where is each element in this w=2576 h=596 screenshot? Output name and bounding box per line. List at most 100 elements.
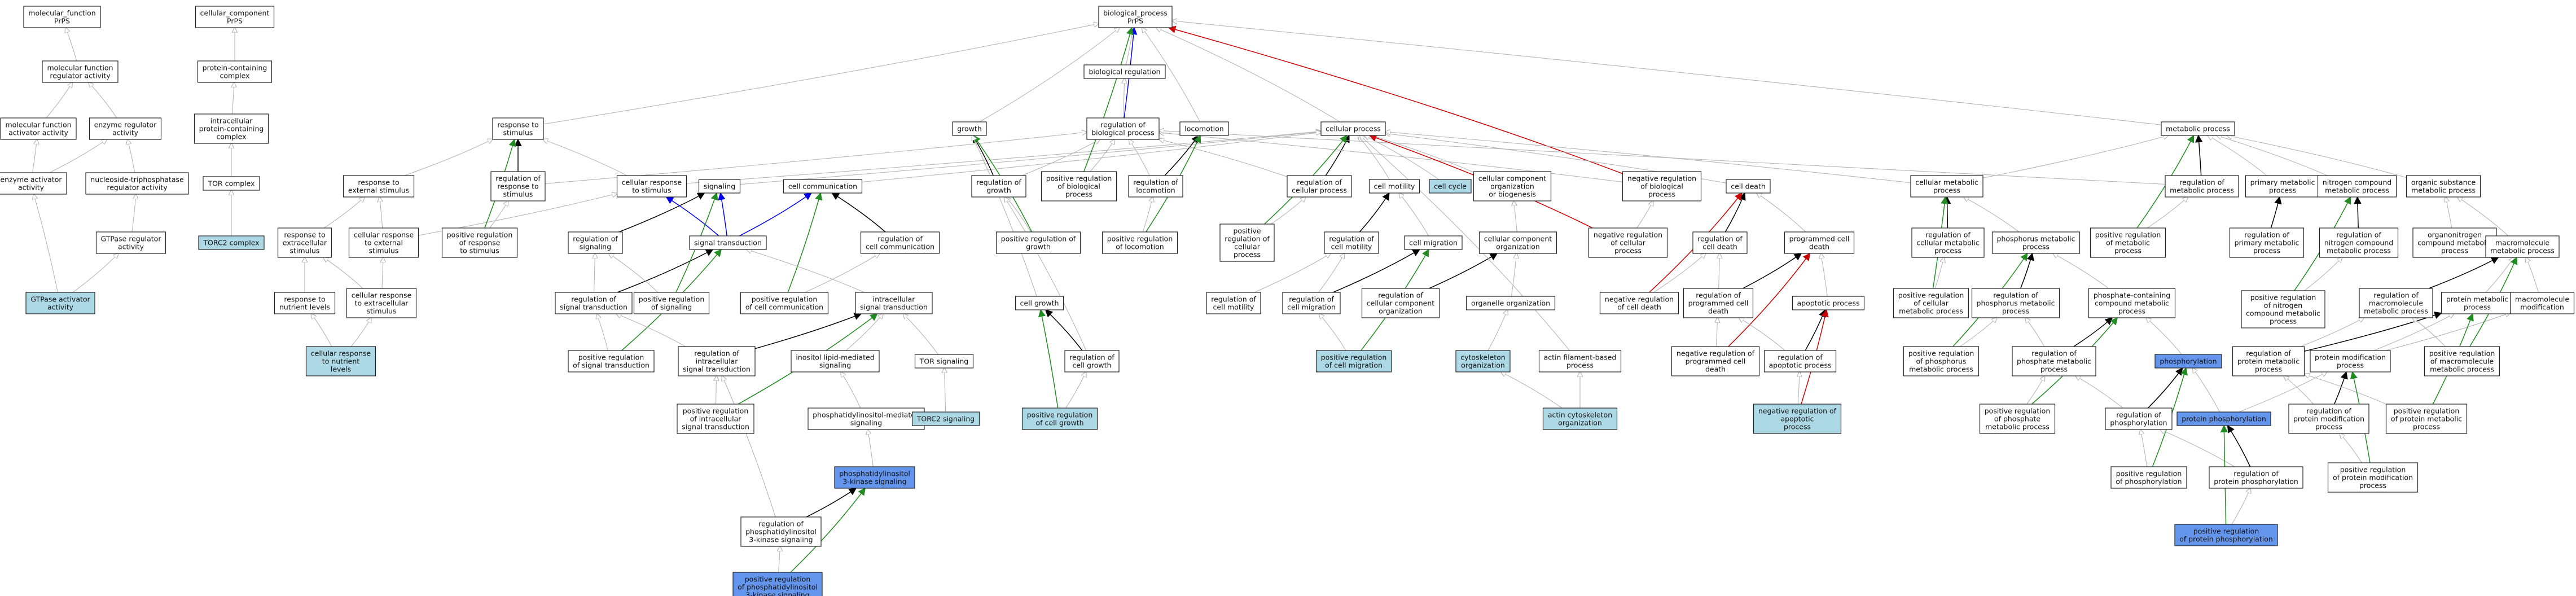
go-term-node-sig[interactable]: signaling	[698, 179, 741, 194]
go-term-node-breg[interactable]: biological regulation	[1083, 64, 1166, 79]
go-term-node-cmot[interactable]: cell motility	[1368, 179, 1420, 194]
go-term-node-cgrowth[interactable]: cell growth	[1015, 296, 1064, 310]
go-term-node-cmig[interactable]: cell migration	[1404, 235, 1463, 250]
go-term-node-rpi3ks[interactable]: regulation ofphosphatidylinositol3-kinas…	[740, 516, 822, 547]
go-term-node-tors[interactable]: TOR signaling	[914, 354, 974, 369]
go-term-node-mp[interactable]: metabolic process	[2161, 121, 2235, 136]
go-term-node-phos[interactable]: phosphorylation	[2154, 354, 2222, 369]
go-term-node-cp[interactable]: cellular process	[1320, 121, 1386, 136]
go-term-node-loco[interactable]: locomotion	[1179, 121, 1229, 136]
go-term-node-torc2s[interactable]: TORC2 signaling	[911, 411, 980, 426]
go-term-node-ccyc[interactable]: cell cycle	[1429, 179, 1472, 194]
go-term-node-cdeath[interactable]: cell death	[1726, 179, 1771, 194]
go-term-node-apop[interactable]: apoptotic process	[1792, 296, 1865, 310]
go-term-node-ccom[interactable]: cell communication	[783, 179, 863, 194]
go-term-node-st[interactable]: signal transduction	[689, 235, 767, 250]
go-term-node-growth[interactable]: growth	[952, 121, 987, 136]
go-term-node-torc2[interactable]: TORC2 complex	[198, 235, 265, 250]
go-term-node-torc[interactable]: TOR complex	[203, 176, 260, 191]
